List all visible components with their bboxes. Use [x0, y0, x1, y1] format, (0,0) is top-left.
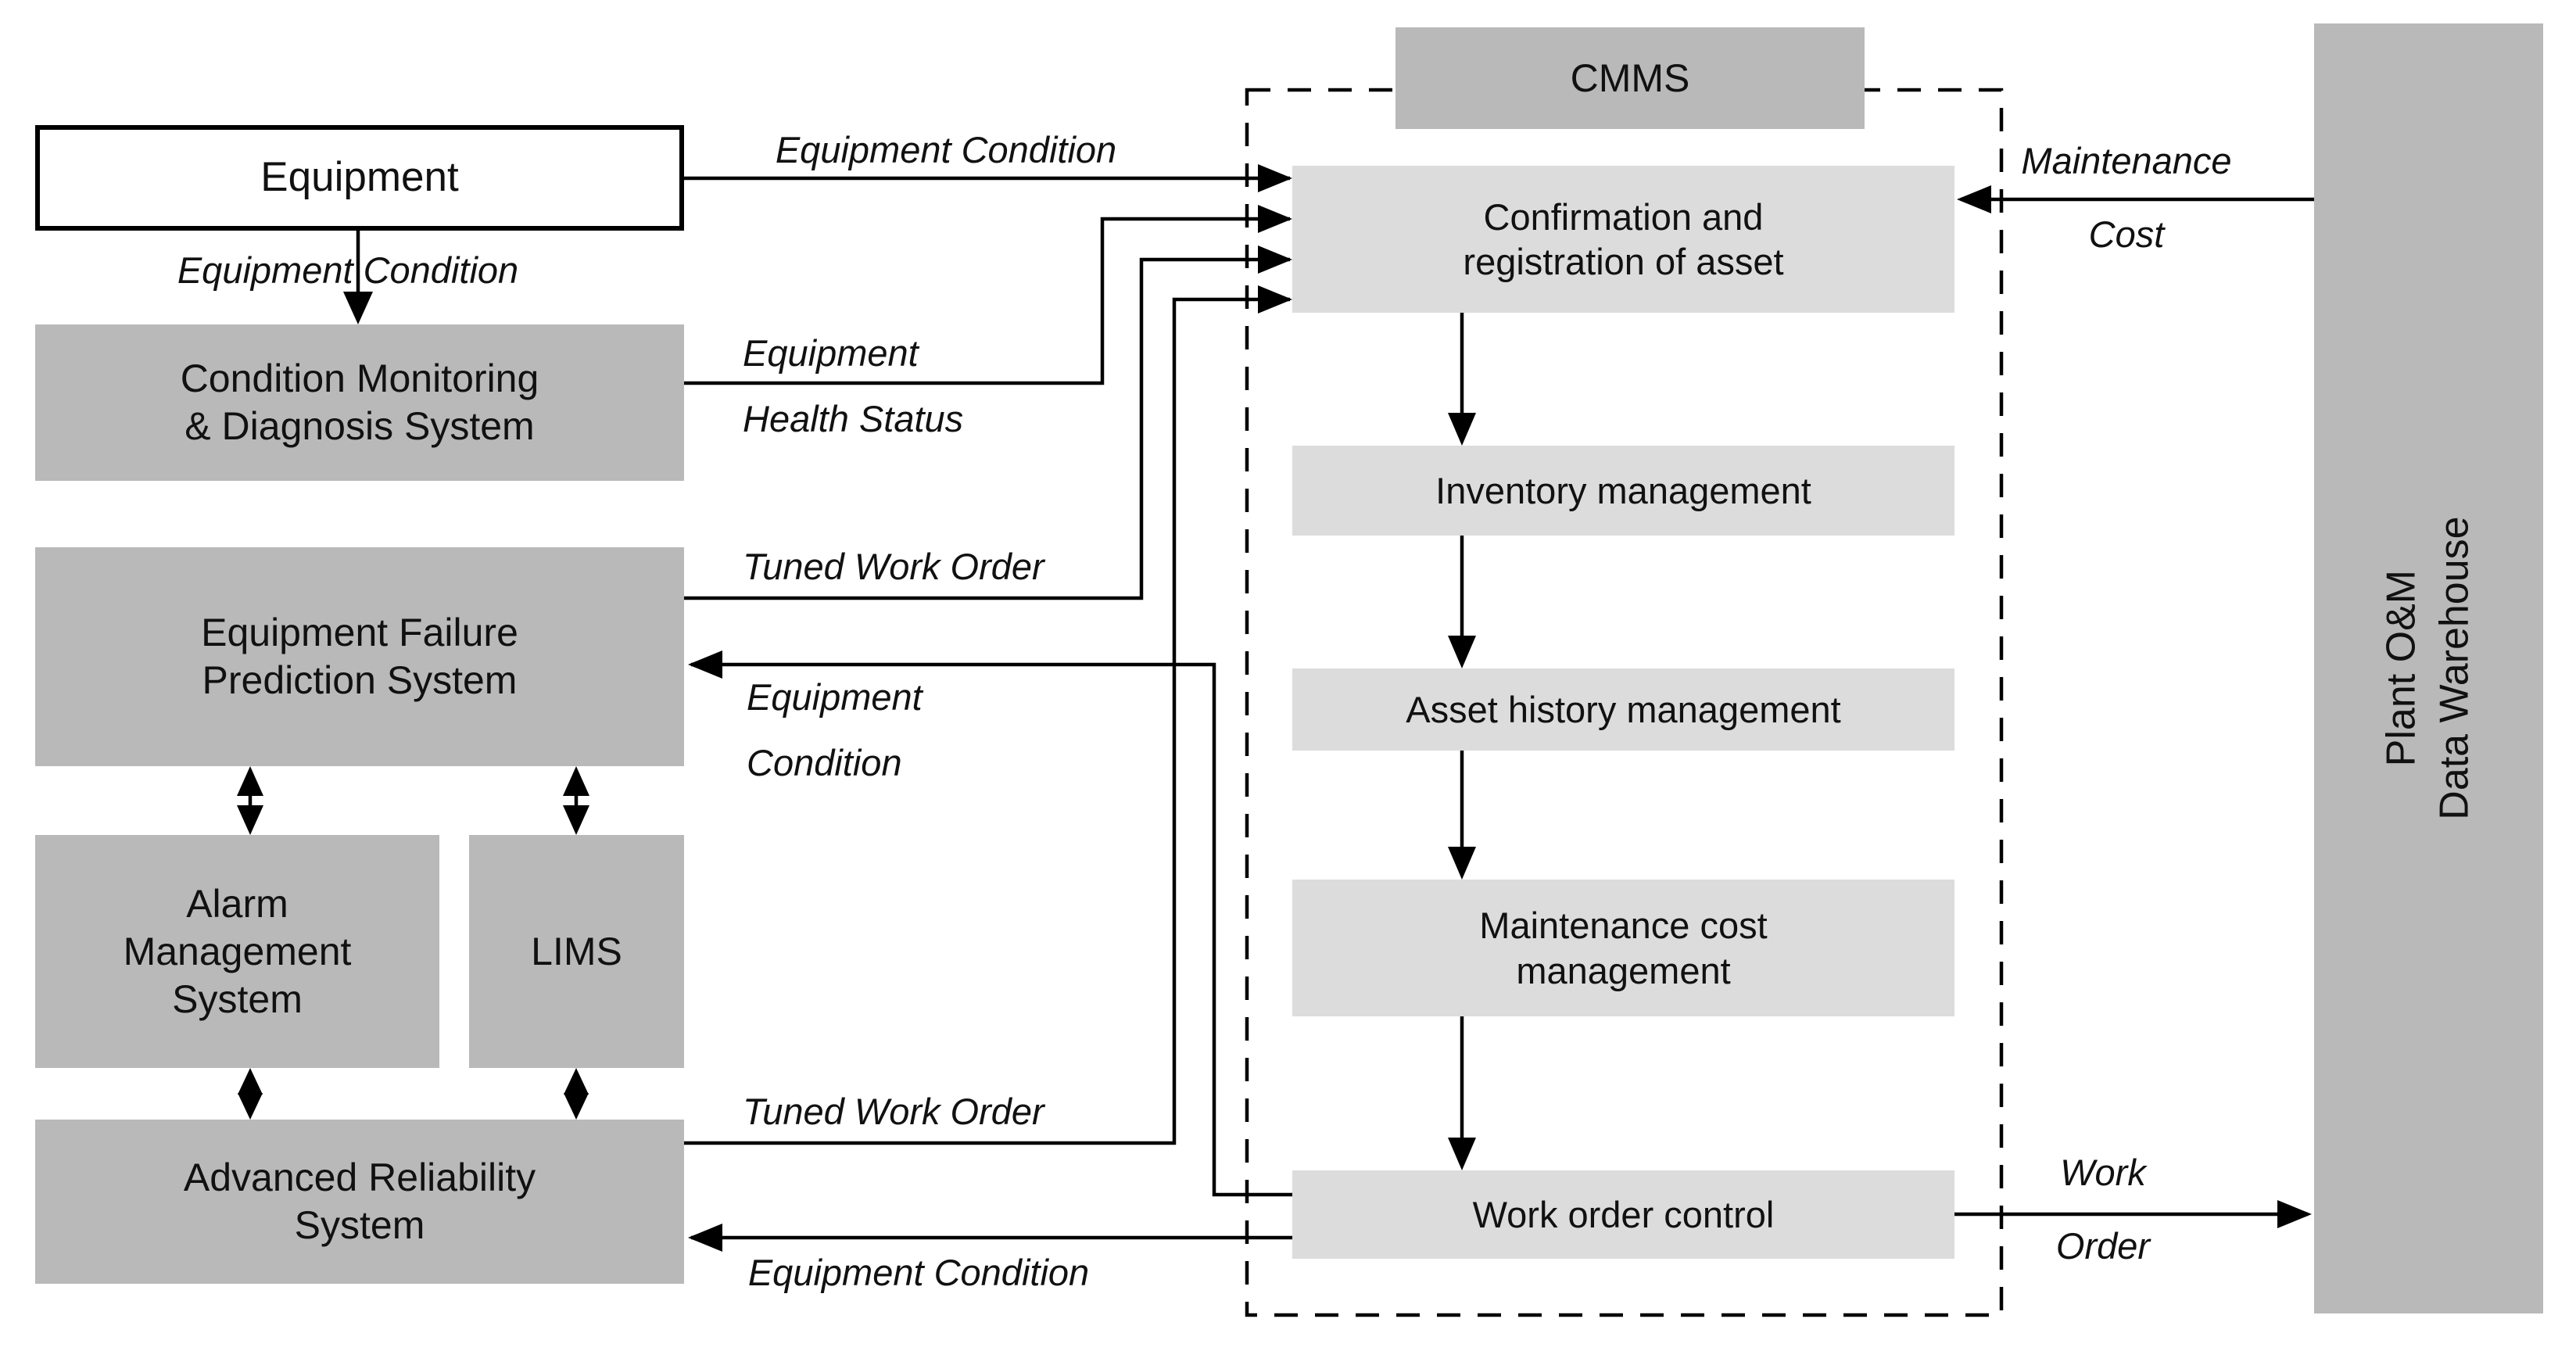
- node-warehouse-line1: Plant O&M: [2378, 570, 2424, 767]
- label-equipment-to-cmms: Equipment Condition: [775, 129, 1117, 170]
- arrow-tuned-work-order-bottom: [684, 285, 1292, 1145]
- arrow-equipment-to-monitoring: [343, 231, 373, 324]
- node-advanced-reliability-line2: System: [294, 1203, 425, 1247]
- label-cmms-to-failure-line1: Equipment: [747, 676, 923, 718]
- arrow-alarm-reliability: [238, 1068, 263, 1120]
- node-equipment-failure-prediction: Equipment Failure Prediction System: [35, 547, 684, 766]
- label-cmms-to-failure-line2: Condition: [747, 742, 902, 783]
- arrow-confirmation-to-inventory: [1448, 313, 1476, 446]
- arrow-asset-history-to-maintenance-cost: [1448, 751, 1476, 880]
- node-alarm-line2: Management: [123, 929, 352, 973]
- node-equipment-failure-line1: Equipment Failure: [201, 611, 518, 654]
- cmms-step-maintenance-cost-line1: Maintenance cost: [1479, 905, 1768, 947]
- node-condition-monitoring-line2: & Diagnosis System: [185, 404, 535, 448]
- label-maintenance-cost-line1: Maintenance: [2021, 140, 2232, 181]
- arrow-failure-lims: [563, 766, 589, 835]
- label-health-status-line2: Health Status: [743, 398, 964, 439]
- node-alarm-management: Alarm Management System: [35, 835, 439, 1068]
- cmms-step-confirmation-line1: Confirmation and: [1483, 195, 1764, 238]
- cmms-step-maintenance-cost-line2: management: [1516, 949, 1731, 991]
- cmms-title-box: CMMS: [1395, 27, 1865, 129]
- cmms-step-inventory: Inventory management: [1292, 446, 1954, 536]
- arrow-maintenance-cost: [1957, 185, 2314, 213]
- label-cmms-to-reliability: Equipment Condition: [747, 1252, 1090, 1293]
- cmms-step-confirmation: Confirmation and registration of asset: [1292, 166, 1954, 313]
- cmms-title: CMMS: [1570, 56, 1690, 100]
- cmms-step-work-order-control: Work order control: [1292, 1170, 1954, 1259]
- node-lims-label: LIMS: [531, 929, 622, 973]
- arrow-cmms-to-reliability: [688, 1224, 1292, 1252]
- cmms-step-asset-history: Asset history management: [1292, 668, 1954, 751]
- label-health-status-line1: Equipment: [743, 332, 919, 374]
- arrow-health-status: [684, 205, 1292, 385]
- label-tuned-work-order-mid: Tuned Work Order: [743, 546, 1044, 587]
- arrow-equipment-to-cmms: [684, 164, 1292, 192]
- arrow-maintenance-cost-to-work-order: [1448, 1016, 1476, 1170]
- label-work-order-line1: Work: [2060, 1152, 2146, 1193]
- node-plant-om-data-warehouse: Plant O&M Data Warehouse: [2314, 23, 2543, 1313]
- arrow-lims-reliability: [564, 1068, 589, 1120]
- arrow-work-order: [1954, 1200, 2312, 1228]
- node-equipment-failure-line2: Prediction System: [202, 658, 518, 702]
- cmms-step-asset-history-line1: Asset history management: [1406, 688, 1841, 730]
- node-condition-monitoring: Condition Monitoring & Diagnosis System: [35, 324, 684, 481]
- node-advanced-reliability: Advanced Reliability System: [35, 1120, 684, 1284]
- label-work-order-line2: Order: [2055, 1225, 2151, 1267]
- arrow-cmms-to-failure: [688, 650, 1292, 1197]
- node-alarm-line1: Alarm: [186, 881, 288, 926]
- cmms-step-confirmation-line2: registration of asset: [1463, 241, 1784, 282]
- arrow-tuned-work-order-mid: [684, 245, 1292, 600]
- node-advanced-reliability-line1: Advanced Reliability: [183, 1156, 536, 1199]
- node-warehouse-line2: Data Warehouse: [2431, 516, 2477, 821]
- cmms-step-inventory-line1: Inventory management: [1435, 469, 1811, 511]
- cmms-step-maintenance-cost: Maintenance cost management: [1292, 880, 1954, 1016]
- node-warehouse-label: Plant O&M Data Warehouse: [2376, 517, 2481, 820]
- label-maintenance-cost-line2: Cost: [2088, 213, 2165, 255]
- label-tuned-work-order-bottom: Tuned Work Order: [743, 1091, 1044, 1132]
- node-equipment: Equipment: [35, 125, 684, 231]
- arrow-inventory-to-asset-history: [1448, 536, 1476, 668]
- label-equipment-to-monitoring: Equipment Condition: [177, 249, 519, 291]
- node-condition-monitoring-line1: Condition Monitoring: [180, 357, 539, 400]
- cmms-step-work-order-control-line1: Work order control: [1472, 1193, 1775, 1235]
- node-alarm-line3: System: [172, 977, 303, 1021]
- node-equipment-label: Equipment: [260, 154, 459, 201]
- arrow-failure-alarm: [237, 766, 263, 835]
- node-lims: LIMS: [469, 835, 684, 1068]
